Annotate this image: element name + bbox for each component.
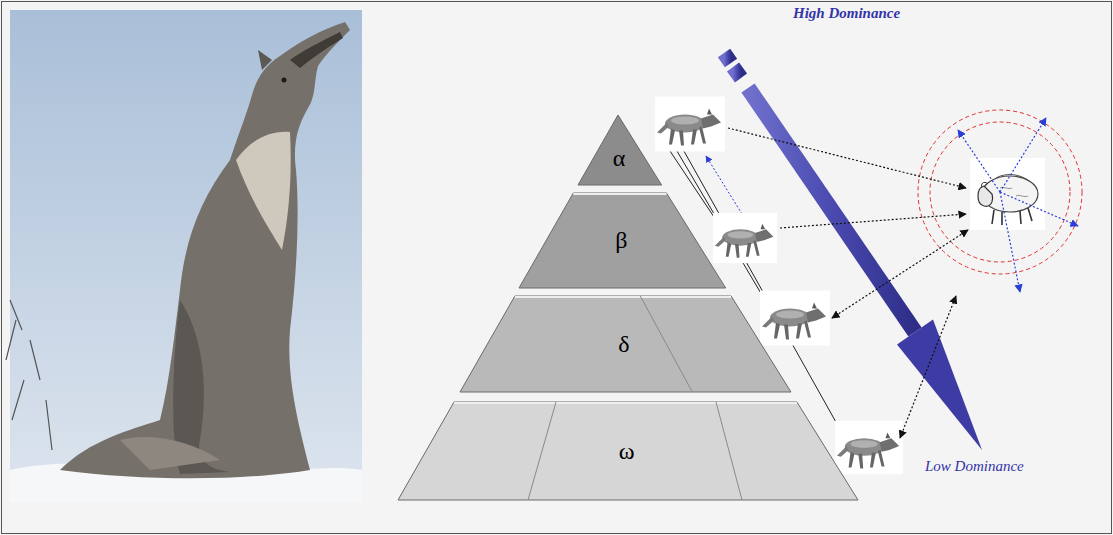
prey-target bbox=[918, 110, 1082, 292]
delta-wolf-icon bbox=[760, 291, 830, 346]
band-letter: α bbox=[613, 145, 626, 171]
beta-wolf-icon bbox=[713, 213, 777, 263]
hierarchy-lines bbox=[668, 144, 846, 440]
high-dominance-label: High Dominance bbox=[793, 4, 900, 22]
beta-band: β bbox=[519, 193, 726, 288]
band-letter: ω bbox=[619, 438, 635, 464]
omega-band: ω bbox=[398, 402, 858, 500]
band-letter: β bbox=[615, 227, 627, 253]
low-dominance-label: Low Dominance bbox=[925, 457, 1024, 475]
delta-band: δ bbox=[460, 296, 791, 392]
alpha-band: α bbox=[578, 115, 662, 185]
wolf-photo bbox=[6, 10, 362, 502]
omega-wolf-icon bbox=[835, 421, 903, 474]
alpha-wolf-icon bbox=[655, 97, 725, 152]
band-letter: δ bbox=[618, 331, 629, 357]
